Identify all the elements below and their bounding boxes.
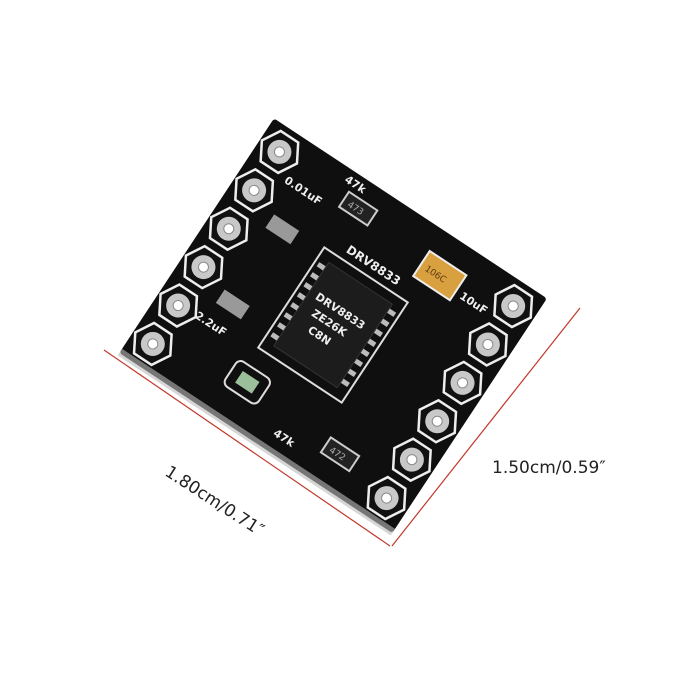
header-pin: [259, 129, 300, 175]
pcb-board: DRV8833 ZE26K C8N DRV8833 106C 10uF 473 …: [117, 119, 546, 536]
led-outline: [223, 360, 271, 405]
chip-leg: [386, 308, 397, 317]
chip-leg: [380, 318, 390, 327]
length-dimension-line: [103, 349, 391, 547]
driver-chip: [273, 261, 393, 389]
chip-leg: [276, 322, 287, 331]
width-dimension-label: 1.50cm/0.59″: [492, 458, 606, 478]
width-dimension-line: [391, 307, 581, 547]
chip-leg: [310, 272, 320, 281]
capacitor-1: [265, 214, 300, 245]
chip-leg: [353, 358, 364, 368]
led: [235, 370, 260, 394]
resistor-472: [319, 435, 361, 473]
chip-leg: [347, 368, 357, 378]
header-pin: [132, 321, 173, 367]
header-pin: [493, 283, 534, 329]
chip-leg: [366, 338, 377, 347]
chip-leg: [316, 262, 327, 271]
resistor-473: [337, 190, 379, 227]
chip-leg: [296, 292, 307, 301]
tantalum-capacitor: [411, 249, 468, 302]
capacitor-2: [215, 289, 250, 320]
header-pin: [391, 437, 432, 483]
chip-leg: [270, 332, 280, 341]
header-pin: [234, 167, 275, 213]
header-pin: [467, 322, 508, 367]
header-pin: [208, 206, 249, 252]
header-pin: [366, 475, 407, 521]
chip-leg: [340, 378, 350, 388]
header-pin: [183, 244, 224, 290]
chip-leg: [360, 348, 370, 358]
chip-leg: [283, 312, 294, 321]
chip-leg: [303, 282, 313, 291]
header-pin: [442, 360, 483, 406]
header-pin: [417, 398, 458, 444]
chip-leg: [290, 302, 300, 311]
chip-leg: [373, 328, 383, 337]
chip-outline: [256, 245, 410, 405]
header-pin: [158, 283, 199, 328]
